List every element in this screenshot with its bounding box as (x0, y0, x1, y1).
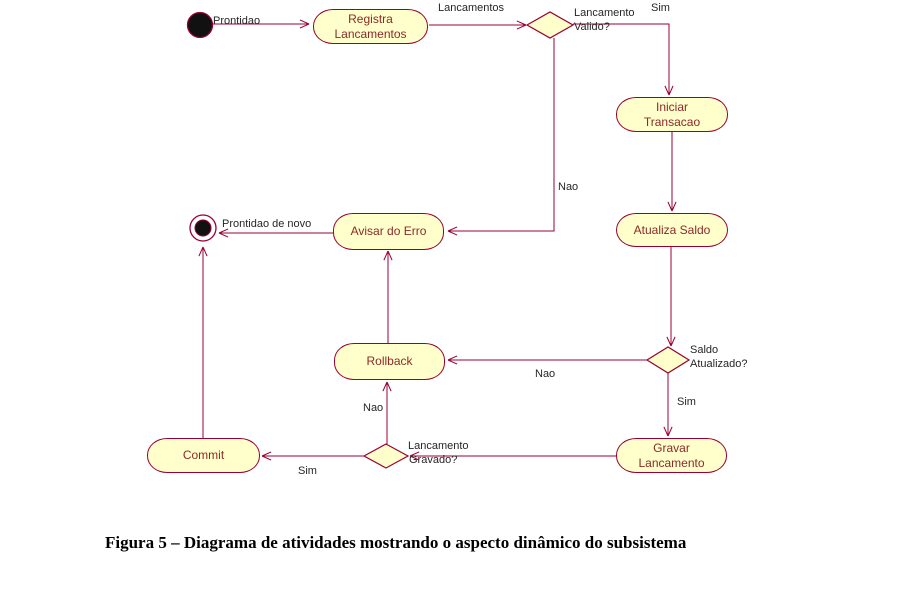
activity-iniciar-transacao: Iniciar Transacao (616, 97, 728, 132)
valido-sim-label: Sim (651, 2, 670, 14)
end-state-inner-dot (194, 219, 212, 237)
start-state-node (186, 11, 214, 39)
arrowhead-valido-nao-to-avisar (447, 230, 458, 236)
start-state-label: Prontidao (213, 15, 261, 27)
arrowhead-valido-nao-to-avisar (447, 226, 458, 232)
gravado-guard-line1: Lancamento (408, 440, 469, 452)
arrowhead-start-to-registra (299, 23, 310, 29)
arrowhead-gravado-sim-to-commit (261, 455, 272, 461)
end-state-label: Prontidao de novo (222, 218, 312, 230)
activity-registra-lancamentos: Registra Lancamentos (313, 9, 428, 44)
activity-avisar-do-erro: Avisar do Erro (333, 213, 444, 250)
arrowhead-saldo-sim-to-gravar (667, 426, 673, 437)
arrowhead-avisar-to-end (218, 228, 229, 234)
gravado-nao-label: Nao (363, 402, 384, 414)
arrowhead-registra-to-valido (516, 24, 527, 30)
arrowhead-atualiza-to-saldo (666, 336, 672, 347)
saldo-nao-label: Nao (535, 368, 556, 380)
arrowhead-gravar-to-gravado (409, 455, 420, 461)
lancamentos-event-label: Lancamentos (438, 2, 505, 14)
arrowhead-registra-to-valido (516, 20, 527, 26)
activity-atualiza-saldo: Atualiza Saldo (616, 213, 728, 247)
arrowhead-avisar-to-end (218, 232, 229, 238)
arrowhead-gravado-nao-to-rollback (382, 381, 388, 392)
arrowhead-commit-to-end (198, 246, 204, 257)
arrowhead-gravado-sim-to-commit (261, 451, 272, 457)
arrowhead-commit-to-end (202, 246, 208, 257)
arrowhead-rollback-to-avisar (383, 250, 389, 261)
edge-valido-sim-to-iniciar (573, 23, 670, 95)
arrowhead-iniciar-to-atualiza (667, 201, 673, 212)
decision-lancamento-valido (525, 11, 575, 39)
gravado-guard-line2: Gravado? (409, 454, 458, 466)
decision-saldo-atualizado (645, 346, 691, 374)
decision-lancamento-gravado (362, 443, 410, 469)
arrowhead-gravar-to-gravado (409, 451, 420, 457)
arrowhead-valido-sim-to-iniciar (668, 85, 674, 96)
edge-valido-nao-to-avisar (448, 38, 555, 232)
arrowhead-rollback-to-avisar (387, 250, 393, 261)
valido-guard-line1: Lancamento (574, 7, 635, 19)
activity-rollback: Rollback (334, 343, 445, 380)
arrowhead-saldo-sim-to-gravar (663, 426, 669, 437)
end-state-outer-ring (189, 214, 217, 242)
arrowhead-saldo-nao-to-rollback (447, 355, 458, 361)
figure-caption: Figura 5 – Diagrama de atividades mostra… (105, 533, 687, 552)
activity-commit: Commit (147, 438, 260, 473)
gravado-sim-label: Sim (298, 465, 317, 477)
arrowhead-atualiza-to-saldo (670, 336, 676, 347)
arrowhead-start-to-registra (299, 19, 310, 25)
arrowhead-valido-sim-to-iniciar (664, 85, 670, 96)
valido-nao-label: Nao (558, 181, 579, 193)
saldo-sim-label: Sim (677, 396, 696, 408)
arrowhead-gravado-nao-to-rollback (386, 381, 392, 392)
saldo-guard-line2: Atualizado? (690, 358, 748, 370)
arrowhead-saldo-nao-to-rollback (447, 359, 458, 365)
valido-guard-line2: Valido? (574, 21, 610, 33)
activity-gravar-lancamento: Gravar Lancamento (616, 438, 727, 473)
arrowhead-iniciar-to-atualiza (671, 201, 677, 212)
saldo-guard-line1: Saldo (690, 344, 719, 356)
